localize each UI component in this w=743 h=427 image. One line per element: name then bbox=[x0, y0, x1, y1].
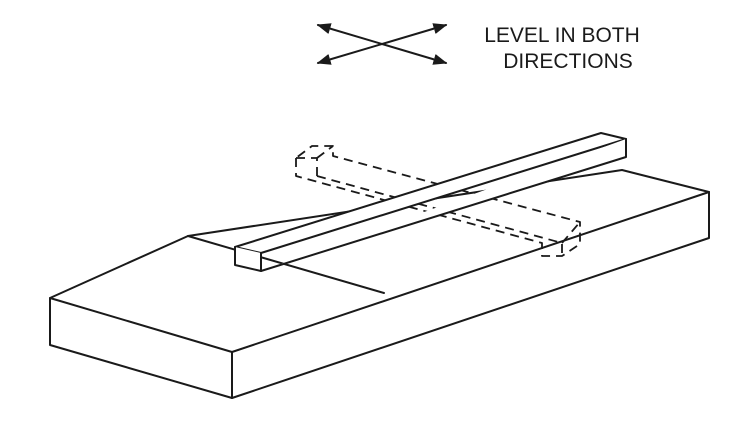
solid-level-bar bbox=[234, 132, 627, 272]
dashed-level-bar bbox=[295, 145, 581, 257]
caption-line-1: LEVEL IN BOTH bbox=[484, 24, 640, 47]
base-block bbox=[49, 169, 710, 399]
crossed-double-arrow-icon bbox=[316, 23, 448, 65]
caption-line-2: DIRECTIONS bbox=[503, 50, 633, 73]
